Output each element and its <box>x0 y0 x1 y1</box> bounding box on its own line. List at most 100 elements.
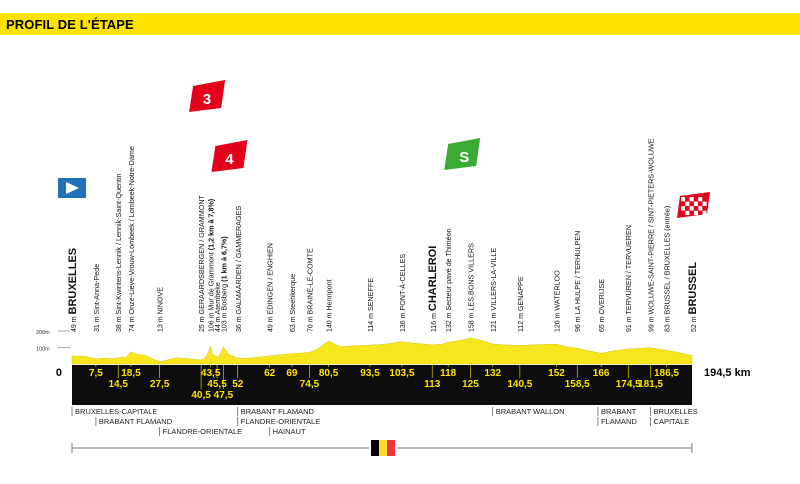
km-mark-mid-label: 113 <box>424 379 441 390</box>
km-mark-low-label: 40,5 <box>191 390 211 401</box>
place-name: Sint-Anna-Pede <box>92 264 101 315</box>
km-mark-top-label: 69 <box>286 368 298 379</box>
place-label: 83 m BRUSSEL / BRUXELLES (entrée) <box>662 206 671 332</box>
km-mark-mid-label: 174,5 <box>616 379 641 390</box>
place-altitude: 52 m <box>691 314 698 332</box>
place-name: SENEFFE <box>366 278 375 311</box>
place-label: 44 m Atembeke <box>213 282 222 332</box>
place-label: 96 m LA HULPE / TERHULPEN <box>573 231 582 332</box>
region-label: BRABANT WALLON <box>496 407 565 416</box>
place-name: Bosberg <box>219 284 228 311</box>
km-mark-top-label: 93,5 <box>360 368 380 379</box>
start-km-label: 0 <box>56 367 62 379</box>
place-label: 132 m Secteur pavé de Thiméon <box>444 228 453 332</box>
checker-square <box>681 197 686 202</box>
place-altitude: 49 m <box>71 314 78 332</box>
checker-square <box>685 210 690 216</box>
place-altitude: 83 m <box>664 314 671 332</box>
place-label: 65 m OVERIJSE <box>597 279 606 332</box>
place-name: Henripont <box>325 279 334 310</box>
checker-square <box>693 201 698 206</box>
checker-square <box>689 197 694 202</box>
region-label: CAPITALE <box>654 417 690 426</box>
place-label: 106 m Mur de Grammont (1,2 km à 7,8%) <box>207 198 216 332</box>
km-band <box>72 365 692 405</box>
elevation-area <box>71 337 693 365</box>
place-altitude: 25 m <box>199 314 206 332</box>
km-mark-mid-label: 125 <box>462 379 479 390</box>
place-name: NINOVE <box>156 287 165 315</box>
major-place-label: 116 m CHARLEROI <box>427 246 439 332</box>
place-label: 158 m LES BONS VILLERS <box>466 243 475 332</box>
place-altitude: 99 m <box>649 314 656 332</box>
km-mark-top-label: 132 <box>484 368 501 379</box>
place-altitude: 70 m <box>307 314 314 332</box>
km-mark-low-label: 47,5 <box>214 390 234 401</box>
major-place-label: 49 m BRUXELLES <box>67 248 79 332</box>
km-mark-mid-label: 74,5 <box>300 379 320 390</box>
climb-category-label: 3 <box>203 91 211 108</box>
sprint-icon <box>444 138 481 170</box>
place-name: Atembeke <box>213 282 222 314</box>
place-name: OVERIJSE <box>597 279 606 315</box>
place-label: 121 m VILLERS-LA-VILLE <box>489 248 498 332</box>
checker-square <box>698 197 703 202</box>
place-label: 136 m PONT-À-CELLES <box>398 254 407 332</box>
finish-km-label: 194,5 km <box>704 367 751 379</box>
place-altitude: 36 m <box>236 314 243 332</box>
climb-category-label: 4 <box>225 151 234 168</box>
belgium-flag-stripe <box>379 440 387 456</box>
place-label: 74 m Onze-Lieve-Vrouw-Lombeek / Lombeek-… <box>127 146 136 332</box>
km-mark-mid-label: 52 <box>232 379 244 390</box>
place-label: 31 m Sint-Anna-Pede <box>92 264 101 332</box>
climb-detail: (1 km à 6,7%) <box>219 236 228 284</box>
place-altitude: 158 m <box>468 311 475 332</box>
place-label: 140 m Henripont <box>325 279 334 332</box>
km-mark-top-label: 152 <box>548 368 565 379</box>
region-label: BRABANT <box>601 407 637 416</box>
belgium-flag-icon <box>371 440 379 456</box>
place-label: 114 m SENEFFE <box>366 278 375 332</box>
place-label: 49 m EDINGEN / ENGHIEN <box>266 243 275 332</box>
km-mark-mid-label: 27,5 <box>150 379 170 390</box>
checker-square <box>702 201 707 206</box>
region-label: HAINAUT <box>273 427 306 436</box>
climb-category-icon <box>189 80 226 112</box>
km-mark-mid-label: 158,5 <box>565 379 590 390</box>
place-altitude: 65 m <box>599 314 606 332</box>
km-mark-top-label: 166 <box>593 368 610 379</box>
region-label: BRUXELLES-CAPITALE <box>75 407 157 416</box>
place-altitude: 31 m <box>94 314 101 332</box>
place-altitude: 132 m <box>446 311 453 332</box>
place-label: 70 m BRAINE-LE-COMTE <box>305 248 314 332</box>
start-arrow-icon <box>66 182 79 194</box>
place-name: WOLUWE-SAINT-PIERRE / SINT-PIETERS-WOLUW… <box>647 138 656 314</box>
place-label: 38 m Sint-Kwintens-Lennik / Lennik-Saint… <box>114 173 123 332</box>
place-label: 63 m Steenkerque <box>288 274 297 332</box>
climb-detail: (1,2 km à 7,8%) <box>207 198 216 252</box>
y-tick-label: 200m <box>36 330 50 336</box>
place-label: 13 m NINOVE <box>156 287 165 332</box>
place-name: Secteur pavé de Thiméon <box>444 228 453 310</box>
place-name: WATERLOO <box>553 270 562 311</box>
place-name: BRUXELLES <box>67 248 79 315</box>
place-altitude: 13 m <box>158 314 165 332</box>
region-label: FLANDRE-ORIENTALE <box>163 427 242 436</box>
place-altitude: 63 m <box>290 314 297 332</box>
place-name: GALMAARDEN / GAMMERAGES <box>234 206 243 315</box>
checker-square <box>681 206 686 211</box>
region-label: BRABANT FLAMAND <box>241 407 315 416</box>
km-mark-top-label: 7,5 <box>89 368 103 379</box>
place-label: 103 m Bosberg (1 km à 6,7%) <box>219 236 228 332</box>
km-mark-mid-label: 140,5 <box>507 379 532 390</box>
place-name: BRAINE-LE-COMTE <box>305 248 314 314</box>
sprint-label: S <box>459 149 469 166</box>
place-label: 36 m GALMAARDEN / GAMMERAGES <box>234 206 243 332</box>
place-label: 120 m WATERLOO <box>553 270 562 332</box>
belgium-flag-stripe <box>387 440 395 456</box>
checker-square <box>698 206 703 211</box>
place-name: TERVUREN / TERVUEREN <box>624 225 633 314</box>
region-label: FLANDRE-ORIENTALE <box>241 417 320 426</box>
place-name: GENAPPE <box>516 276 525 311</box>
